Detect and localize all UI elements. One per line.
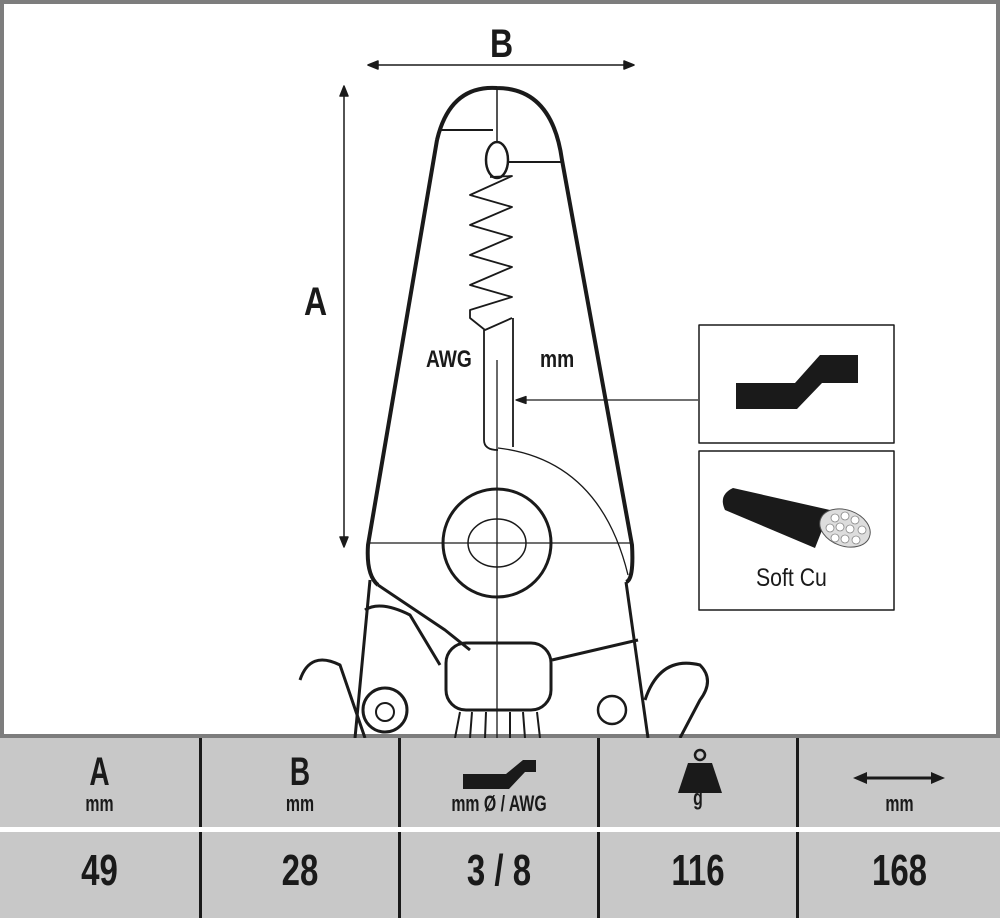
column-strip-size: mm Ø / AWG 3 / 8 bbox=[401, 738, 600, 918]
dimension-a-label: A bbox=[304, 280, 328, 324]
dimension-a-arrow bbox=[339, 85, 349, 548]
strip-length-icon bbox=[736, 355, 858, 409]
wire-type-box bbox=[698, 450, 895, 611]
column-unit: g bbox=[693, 785, 703, 810]
strip-icon-box bbox=[698, 324, 895, 444]
soft-copper-wire-icon bbox=[722, 488, 871, 548]
column-value: 168 bbox=[871, 846, 928, 895]
wire-type-label: Soft Cu bbox=[756, 564, 827, 592]
column-unit: mm bbox=[85, 791, 114, 816]
header-divider bbox=[0, 827, 1000, 832]
dimension-b-label: B bbox=[490, 22, 514, 66]
column-unit: mm bbox=[885, 791, 914, 816]
column-header: B bbox=[289, 750, 311, 794]
stripper-head bbox=[298, 85, 709, 738]
column-value: 116 bbox=[671, 846, 725, 895]
mm-label: mm bbox=[540, 346, 575, 373]
pointer-arrow bbox=[515, 395, 698, 405]
length-arrow-icon bbox=[853, 772, 945, 784]
dimension-b-arrow bbox=[367, 60, 635, 70]
column-unit: mm bbox=[285, 791, 315, 816]
column-value: 3 / 8 bbox=[466, 846, 532, 895]
column-length: mm 168 bbox=[799, 738, 1000, 918]
wire-stripper-drawing: B A AWG mm Soft Cu bbox=[0, 0, 1000, 738]
column-unit: mm Ø / AWG bbox=[451, 791, 547, 816]
column-value: 49 bbox=[81, 846, 118, 895]
weight-icon bbox=[678, 748, 722, 793]
awg-label: AWG bbox=[426, 346, 472, 373]
strip-length-icon bbox=[463, 760, 536, 789]
column-header: A bbox=[89, 750, 110, 794]
column-value: 28 bbox=[281, 846, 319, 895]
